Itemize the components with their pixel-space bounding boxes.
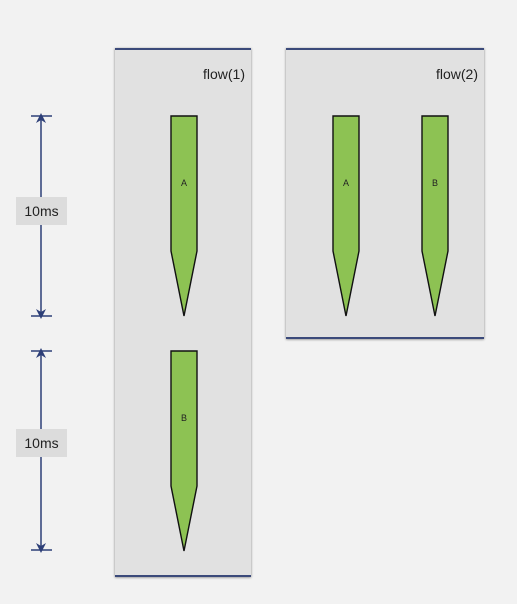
task-shape: [332, 115, 360, 317]
flow-panel-2: flow(2): [286, 48, 484, 339]
task-label: A: [180, 178, 187, 188]
task-shape: [170, 350, 198, 552]
dimension-label: 10ms: [16, 197, 67, 225]
task-pencil: A: [170, 115, 198, 317]
task-label: B: [431, 178, 438, 188]
task-label: A: [342, 178, 349, 188]
panel-title: flow(2): [435, 66, 478, 82]
panel-title: flow(1): [202, 66, 245, 82]
task-pencil: B: [421, 115, 449, 317]
dimension-label: 10ms: [16, 429, 67, 457]
task-shape: [170, 115, 198, 317]
task-shape: [421, 115, 449, 317]
task-pencil: B: [170, 350, 198, 552]
task-pencil: A: [332, 115, 360, 317]
task-label: B: [180, 413, 187, 423]
